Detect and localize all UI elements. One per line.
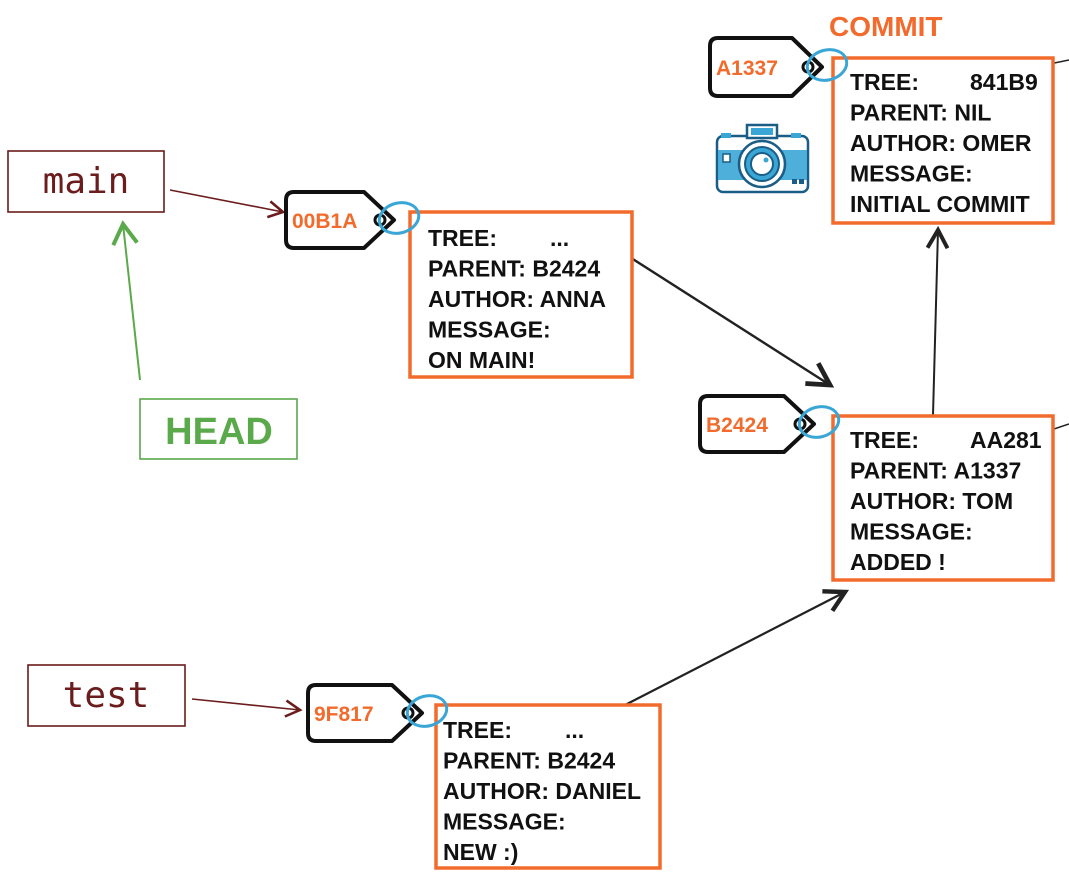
commit-field-message-label: MESSAGE: (850, 519, 973, 545)
commit-hash: B2424 (706, 414, 768, 437)
arrow-00b1a-to-b2424 (627, 254, 830, 385)
commit-field-message: ON MAIN! (428, 347, 535, 373)
commit-field-parent: PARENT: B2424 (428, 256, 600, 282)
hash-tag-icon (698, 394, 816, 454)
arrow-head-to-main (111, 220, 141, 381)
commit-field-author: AUTHOR: OMER (850, 130, 1032, 156)
commit-field-author: AUTHOR: DANIEL (443, 778, 641, 804)
camera-icon (715, 123, 810, 194)
commit-box (408, 210, 634, 379)
commit-field-parent: PARENT: A1337 (850, 458, 1021, 484)
hash-tag-icon (708, 36, 824, 98)
commit-box (831, 414, 1055, 582)
commit-field-message-label: MESSAGE: (428, 317, 551, 343)
hash-tag-icon (306, 683, 424, 743)
commit-field-parent: PARENT: B2424 (443, 748, 615, 774)
arrow-main-to-00b1a (169, 189, 286, 219)
commit-box (434, 703, 662, 870)
branch-main: main (7, 150, 165, 213)
commit-field-tree-label: TREE: (443, 717, 512, 743)
tag-string (405, 694, 449, 728)
commit-field-tree: 841B9 (970, 69, 1038, 95)
tag-string (377, 201, 421, 235)
commit-field-tree: ... (565, 717, 584, 743)
commit-field-message-label: MESSAGE: (443, 809, 566, 835)
commit-field-message: INITIAL COMMIT (850, 191, 1030, 217)
branch-main-label: main (43, 161, 130, 202)
commit-field-author: AUTHOR: TOM (850, 488, 1013, 514)
commit-field-message: ADDED ! (850, 549, 946, 575)
hash-tag-icon (284, 190, 396, 250)
commit-field-author: AUTHOR: ANNA (428, 286, 606, 312)
diagram-title: COMMIT (829, 11, 943, 42)
commit-field-tree-label: TREE: (428, 225, 497, 251)
branch-test-label: test (63, 675, 150, 716)
commit-field-message-label: MESSAGE: (850, 161, 973, 187)
tag-string (805, 48, 849, 82)
commit-hash: 9F817 (314, 703, 374, 726)
commit-hash: 00B1A (292, 210, 357, 233)
arrow-9f817-to-b2424 (624, 592, 845, 706)
head-ref: HEAD (139, 398, 298, 460)
tag-string (797, 405, 841, 439)
commit-field-parent: PARENT: NIL (850, 100, 991, 126)
commit-field-tree-label: TREE: (850, 427, 919, 453)
head-label: HEAD (165, 411, 273, 453)
commit-field-tree: AA281 (970, 427, 1042, 453)
commit-hash: A1337 (716, 57, 778, 80)
arrow-test-to-9f817 (191, 698, 303, 718)
branch-test: test (27, 664, 186, 727)
commit-field-message: NEW :) (443, 839, 518, 865)
commit-field-tree-label: TREE: (850, 69, 919, 95)
commit-field-tree: ... (550, 225, 569, 251)
commit-box (831, 56, 1055, 225)
